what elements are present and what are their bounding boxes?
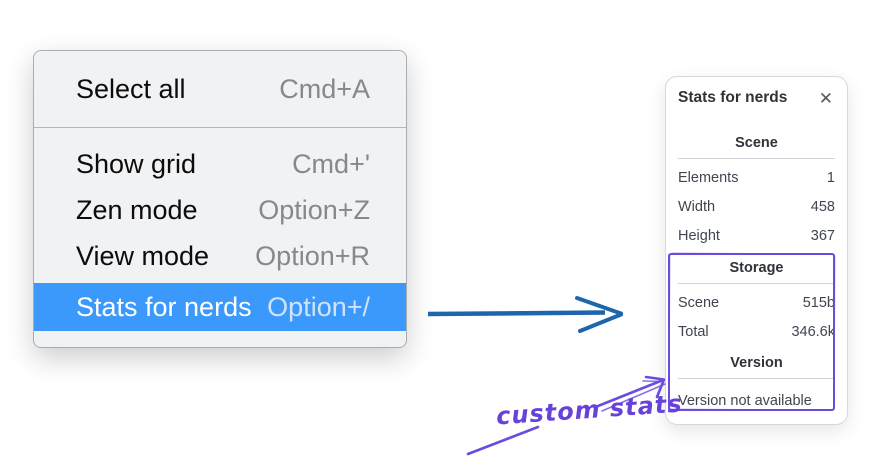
stat-row-height: Height 367 [678,226,835,246]
menu-item-label: Zen mode [76,194,198,225]
stat-row-width: Width 458 [678,197,835,217]
close-icon[interactable]: ✕ [818,88,833,108]
stats-panel: Stats for nerds ✕ Scene Elements 1 Width… [665,76,848,425]
stat-label: Elements [678,170,739,186]
menu-item-show-grid[interactable]: Show grid Cmd+' [34,141,406,187]
stat-row-scene-storage: Scene 515b [678,293,835,313]
menu-item-shortcut: Cmd+' [292,148,370,179]
menu-item-label: Stats for nerds [76,291,252,322]
menu-item-view-mode[interactable]: View mode Option+R [34,233,406,279]
menu-item-shortcut: Cmd+A [279,73,370,104]
menu-item-shortcut: Option+/ [267,291,370,322]
stat-label: Total [678,324,709,340]
stat-label: Height [678,228,720,244]
stat-value: 458 [810,199,835,215]
menu-item-shortcut: Option+R [255,240,370,271]
annotation-label: custom stats [495,389,684,431]
context-menu: Select all Cmd+A Show grid Cmd+' Zen mod… [33,50,407,348]
section-divider [678,378,835,379]
menu-item-label: Select all [76,73,186,104]
menu-item-label: Show grid [76,148,197,179]
stat-value: 346.6k [791,324,835,340]
section-heading-storage: Storage [729,260,784,276]
stat-value: 515b [802,295,835,311]
stat-value: 1 [826,170,835,186]
pointer-arrow-icon [427,296,623,333]
section-divider [678,283,835,284]
stat-row-elements: Elements 1 [678,168,835,188]
menu-item-zen-mode[interactable]: Zen mode Option+Z [34,187,406,233]
section-heading-version: Version [730,355,783,371]
section-heading-scene: Scene [735,135,778,151]
stat-label: Scene [678,295,720,311]
stat-value: 367 [810,228,835,244]
menu-item-shortcut: Option+Z [258,194,370,225]
stats-panel-header: Stats for nerds ✕ [678,87,835,109]
menu-item-select-all[interactable]: Select all Cmd+A [34,64,406,114]
stat-label: Width [678,199,716,215]
section-divider [678,158,835,159]
version-note: Version not available [678,393,812,409]
stats-panel-title: Stats for nerds [678,89,788,106]
menu-item-label: View mode [76,240,210,271]
menu-item-stats-for-nerds[interactable]: Stats for nerds Option+/ [34,283,406,331]
stat-row-total-storage: Total 346.6k [678,322,835,342]
menu-divider [34,127,406,128]
